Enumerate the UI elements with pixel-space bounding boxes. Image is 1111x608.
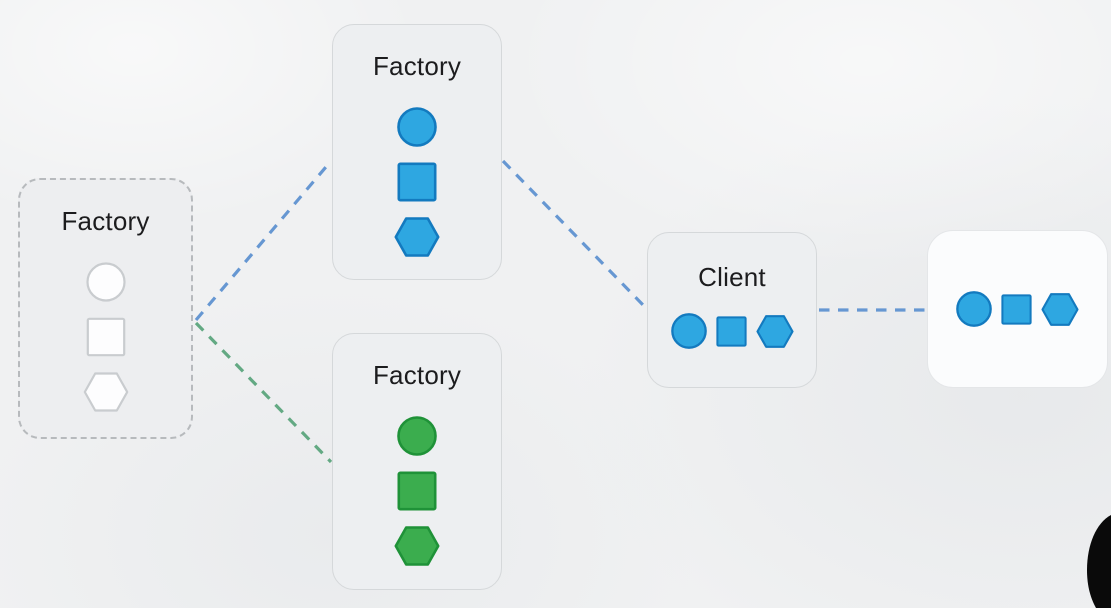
product-list <box>394 107 440 257</box>
abstract-factory-node: Factory <box>18 178 193 439</box>
product-list <box>394 416 440 566</box>
square-product-icon <box>397 162 437 202</box>
product-list <box>956 291 1079 327</box>
circle-product-icon <box>85 262 126 302</box>
circle-product-icon <box>397 416 437 456</box>
hexagon-product-icon <box>394 526 440 566</box>
node-label: Factory <box>372 360 462 390</box>
product-list <box>670 313 794 349</box>
square-product-icon <box>397 471 437 511</box>
output-node <box>927 230 1108 388</box>
blue-factory-node: Factory <box>332 24 502 280</box>
circle-product-icon <box>670 313 707 349</box>
node-label: Factory <box>372 51 462 81</box>
circle-product-icon <box>397 107 437 147</box>
hexagon-product-icon <box>755 314 794 348</box>
connector-abstract-to-green-factory <box>194 321 333 464</box>
hexagon-product-icon <box>1041 292 1079 326</box>
node-label: Client <box>698 262 766 292</box>
connector-abstract-to-blue-factory <box>194 159 333 322</box>
green-factory-node: Factory <box>332 333 502 590</box>
client-node: Client <box>647 232 817 388</box>
hexagon-product-icon <box>394 217 440 257</box>
square-product-icon <box>715 315 747 347</box>
square-product-icon <box>1001 293 1032 325</box>
circle-product-icon <box>956 291 992 327</box>
hexagon-product-icon <box>83 372 129 412</box>
product-list <box>83 262 129 412</box>
square-product-icon <box>86 317 126 357</box>
connector-blue-factory-to-client <box>501 159 648 310</box>
node-label: Factory <box>61 206 150 236</box>
